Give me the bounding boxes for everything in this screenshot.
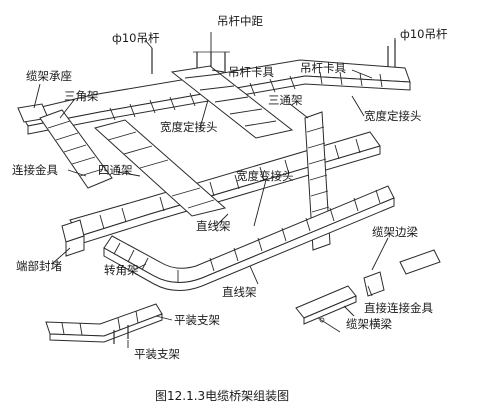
label-width-joint-right: 宽度定接头 [364,109,422,123]
label-flat-support-bottom: 平装支架 [134,347,180,361]
label-tee: 三通架 [268,93,303,107]
label-straight-bottom: 直线架 [222,285,257,299]
beam-detail [295,249,441,333]
label-straight-center: 直线架 [196,219,231,233]
label-rod-spacing: 吊杆中距 [217,14,263,28]
label-rod-right: ф10吊杆 [400,27,448,41]
label-width-joint-center: 宽度定接头 [160,120,218,134]
label-rod-clamp-center: 吊杆卡具 [228,65,274,79]
label-bracket: 缆架承座 [26,69,72,83]
lower-tray [103,185,395,291]
upper-diagonal-tray [170,65,294,139]
label-rod-left: ф10吊杆 [112,31,160,45]
label-beam-cross: 缆架横梁 [346,317,392,331]
figure-caption: 图12.1.3电缆桥架组装图 [155,389,289,403]
label-rod-clamp-right: 吊杆卡具 [300,61,346,75]
label-corner: 转角架 [104,263,139,277]
label-beam-side: 缆架边梁 [372,225,418,239]
four-way-diagonal [93,119,227,217]
label-connector: 连接金具 [12,163,58,177]
flat-support-detail [45,303,163,344]
label-cross: 四通架 [98,163,133,177]
leader-lines [33,32,396,348]
label-direct-connector: 直接连接金具 [364,301,433,315]
label-width-reducer: 宽度变接头 [236,169,294,183]
end-cap [61,219,85,257]
label-tri-frame: 三角架 [64,89,99,103]
label-end-cap: 端部封堵 [16,259,62,273]
left-bracket-tray [17,103,113,189]
label-flat-support-right: 平装支架 [174,313,220,327]
